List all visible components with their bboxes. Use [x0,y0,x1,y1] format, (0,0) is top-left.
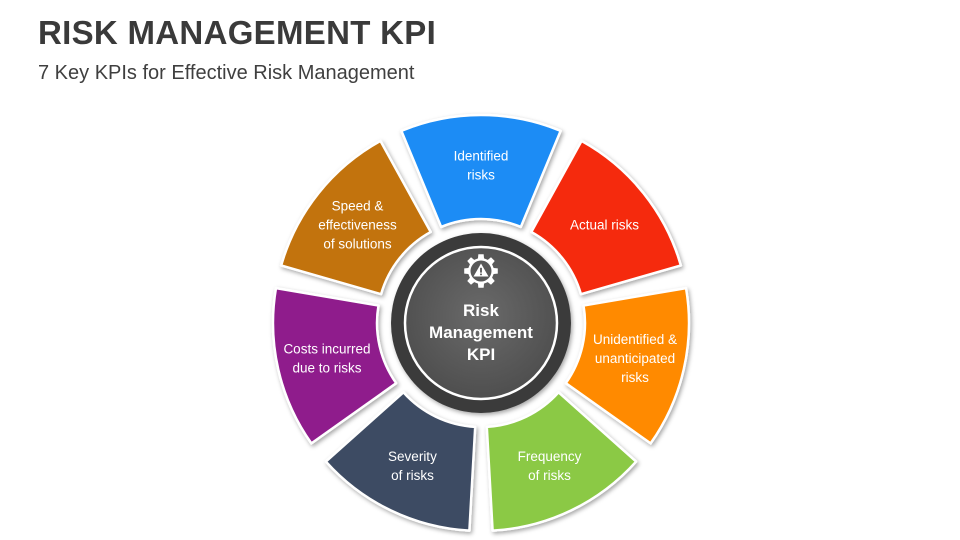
page-subtitle: 7 Key KPIs for Effective Risk Management [38,62,415,84]
segment-shape [324,391,477,532]
segment-label: risks [621,370,649,385]
page-title: RISK MANAGEMENT KPI [38,14,437,51]
segment-actual-risks: Actual risks [530,139,683,296]
segment-speed-effectiveness: Speed & effectiveness of solutions [279,139,432,296]
segment-shape [400,113,562,229]
segment-label: due to risks [292,361,361,376]
segment-shape [279,139,432,296]
center-label-line: Risk [463,301,499,320]
segment-label: effectiveness [318,217,397,232]
segment-shape [530,139,683,296]
segment-label: Severity [388,449,437,464]
gear-warning-icon [464,254,498,288]
segment-unidentified-risks: Unidentified & unanticipated risks [564,286,691,445]
segment-label: Frequency [518,449,582,464]
center-label-line: KPI [467,345,495,364]
segment-label: of risks [528,468,571,483]
warning-dot [480,273,482,276]
segment-label: Actual risks [570,217,639,232]
segment-frequency-of-risks: Frequency of risks [485,391,638,532]
segment-label: unanticipated [595,351,675,366]
segment-severity-of-risks: Severity of risks [324,391,477,532]
segment-label: Costs incurred [283,342,370,357]
segment-shape [485,391,638,532]
segment-identified-risks: Identified risks [400,113,562,229]
segment-label: Identified [454,149,509,164]
segment-shape [564,286,691,445]
center-label-line: Management [429,323,533,342]
warning-mark [480,267,482,273]
hub-inner-circle [403,245,559,401]
segment-costs-incurred: Costs incurred due to risks [271,286,398,445]
segment-label: of risks [391,468,434,483]
segment-label: Unidentified & [593,332,677,347]
segment-shape [271,286,398,445]
segment-label: risks [467,168,495,183]
segment-label: Speed & [332,198,384,213]
segment-label: of solutions [323,236,392,251]
